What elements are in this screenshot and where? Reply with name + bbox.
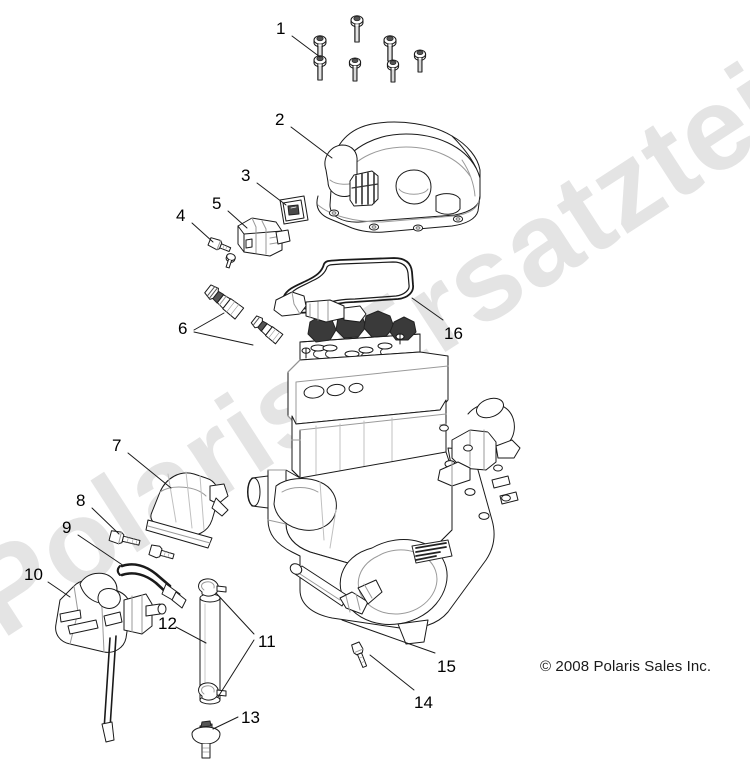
leader-line-3 bbox=[256, 182, 287, 206]
leader-line-15 bbox=[341, 619, 436, 654]
callout-number-11[interactable]: 11 bbox=[258, 632, 276, 651]
part-sensor-bolt bbox=[207, 237, 232, 252]
leader-line-6 bbox=[193, 312, 225, 331]
leader-line-8 bbox=[91, 507, 120, 535]
leader-line-9 bbox=[77, 534, 125, 567]
part-dipstick-bolt bbox=[351, 641, 368, 668]
part-carburetor bbox=[55, 572, 167, 743]
leader-line-10 bbox=[47, 581, 71, 598]
callout-number-2[interactable]: 2 bbox=[275, 110, 285, 129]
callout-number-13[interactable]: 13 bbox=[241, 708, 260, 727]
callout-number-3[interactable]: 3 bbox=[241, 166, 251, 185]
callout-number-10[interactable]: 10 bbox=[24, 565, 43, 584]
leader-line-14 bbox=[369, 654, 415, 691]
leader-line-2 bbox=[290, 126, 333, 159]
callout-number-8[interactable]: 8 bbox=[76, 491, 86, 510]
part-valve-cover bbox=[316, 121, 481, 233]
callout-leader-lines bbox=[47, 35, 444, 730]
part-small-screw bbox=[225, 253, 236, 269]
leader-line-7 bbox=[127, 452, 172, 489]
leader-line-6 bbox=[193, 331, 254, 346]
part-manifold-bolt-2 bbox=[148, 544, 175, 560]
leader-line-12 bbox=[175, 626, 207, 644]
leader-line-1 bbox=[291, 35, 321, 58]
part-bolts-valve-cover bbox=[313, 15, 427, 83]
part-sensors bbox=[204, 284, 284, 345]
callout-number-4[interactable]: 4 bbox=[176, 206, 186, 225]
leader-line-4 bbox=[191, 222, 214, 243]
callout-number-1[interactable]: 1 bbox=[276, 19, 286, 38]
copyright-notice: © 2008 Polaris Sales Inc. bbox=[540, 658, 712, 675]
part-manifold-bolt bbox=[108, 530, 141, 546]
callout-number-15[interactable]: 15 bbox=[437, 657, 456, 676]
callout-number-9[interactable]: 9 bbox=[62, 518, 72, 537]
callout-number-14[interactable]: 14 bbox=[414, 693, 433, 712]
part-breather-cap bbox=[279, 195, 309, 225]
part-sensor-block bbox=[237, 217, 291, 257]
part-cylinder-head bbox=[287, 310, 449, 425]
leader-line-13 bbox=[212, 716, 239, 730]
part-vent-hose bbox=[116, 563, 187, 609]
callout-number-12[interactable]: 12 bbox=[158, 614, 177, 633]
part-drain-plug bbox=[191, 720, 221, 759]
callout-number-5[interactable]: 5 bbox=[212, 194, 222, 213]
part-dipstick-assembly bbox=[289, 563, 383, 615]
leader-line-11 bbox=[217, 639, 255, 698]
leader-line-5 bbox=[227, 210, 248, 229]
leader-line-11 bbox=[215, 592, 255, 635]
part-oil-lines bbox=[437, 397, 521, 505]
part-intake-manifold bbox=[145, 471, 229, 549]
callout-number-16[interactable]: 16 bbox=[444, 324, 463, 343]
leader-line-16 bbox=[411, 297, 444, 321]
part-exhaust-stub bbox=[273, 291, 367, 323]
callout-number-7[interactable]: 7 bbox=[112, 436, 122, 455]
callout-number-6[interactable]: 6 bbox=[178, 319, 188, 338]
